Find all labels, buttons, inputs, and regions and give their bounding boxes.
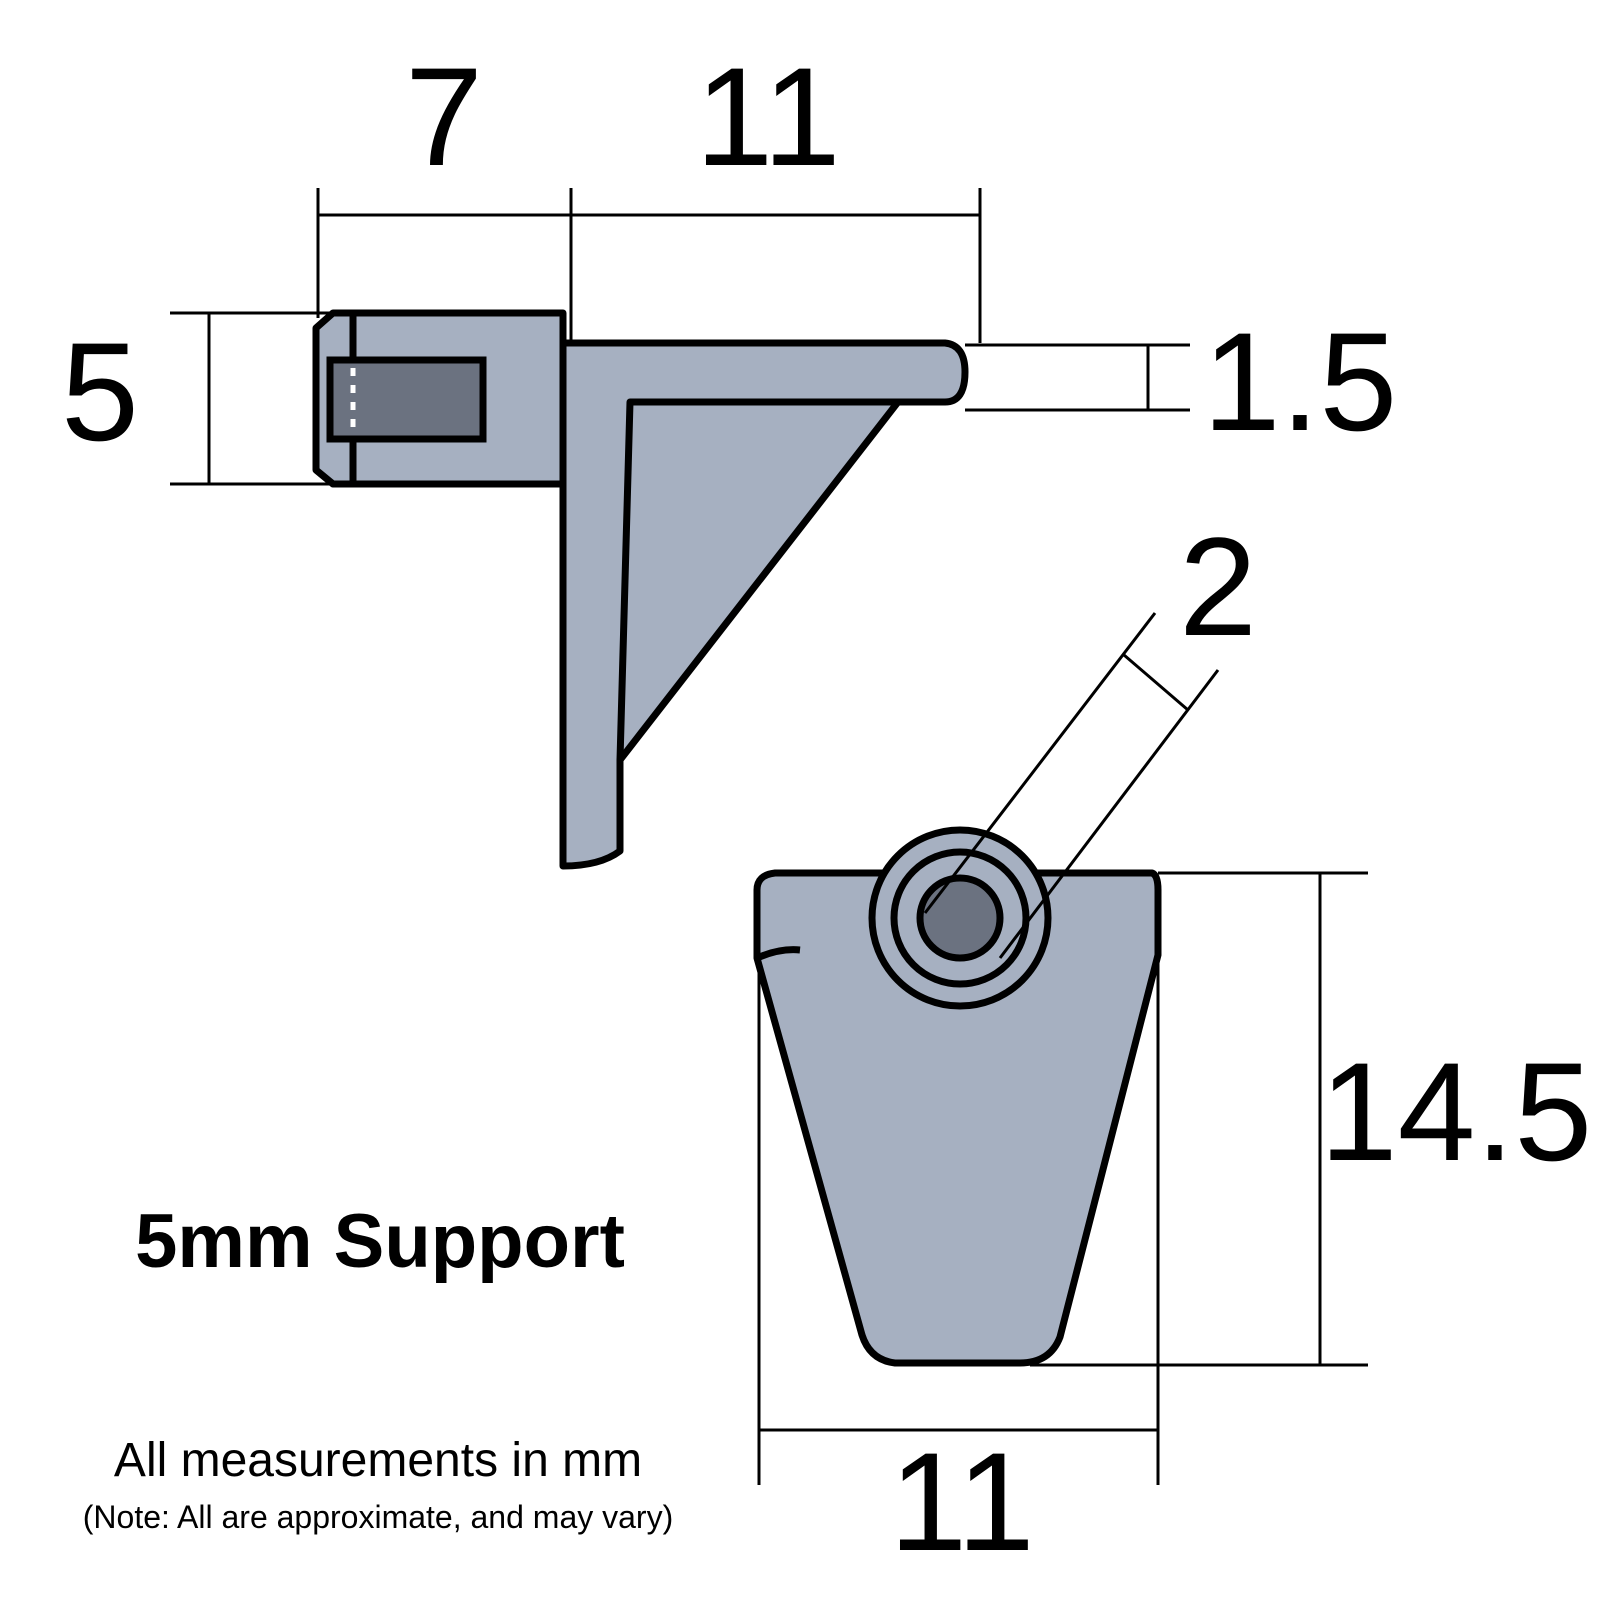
- dim-label-pin-length: 7: [405, 38, 483, 195]
- gusset-edge: [616, 398, 898, 761]
- mount-hole: [916, 874, 1004, 962]
- dim-label-pin-diameter: 5: [61, 313, 139, 470]
- front-view: 2 14.5 11: [753, 508, 1592, 1580]
- dim-label-front-height: 14.5: [1320, 1033, 1592, 1190]
- dim-2-extension-2: [998, 669, 1220, 959]
- units-note: All measurements in mm: [114, 1434, 642, 1487]
- disclaimer-note: (Note: All are approximate, and may vary…: [83, 1499, 673, 1535]
- diagram-title: 5mm Support: [135, 1199, 625, 1284]
- dim-label-shelf-length: 11: [695, 38, 840, 195]
- dim-label-shelf-thickness: 1.5: [1203, 303, 1398, 460]
- dim-2-line: [1123, 653, 1189, 712]
- front-body: [753, 869, 1162, 1367]
- dim-label-front-width: 11: [889, 1423, 1034, 1580]
- side-view: 7 11 5 1.5: [61, 38, 1398, 870]
- bracket-body: [559, 339, 969, 870]
- dim-2-extension-1: [923, 612, 1157, 914]
- dim-label-hole-diameter: 2: [1179, 508, 1257, 665]
- front-bevel: [755, 946, 801, 962]
